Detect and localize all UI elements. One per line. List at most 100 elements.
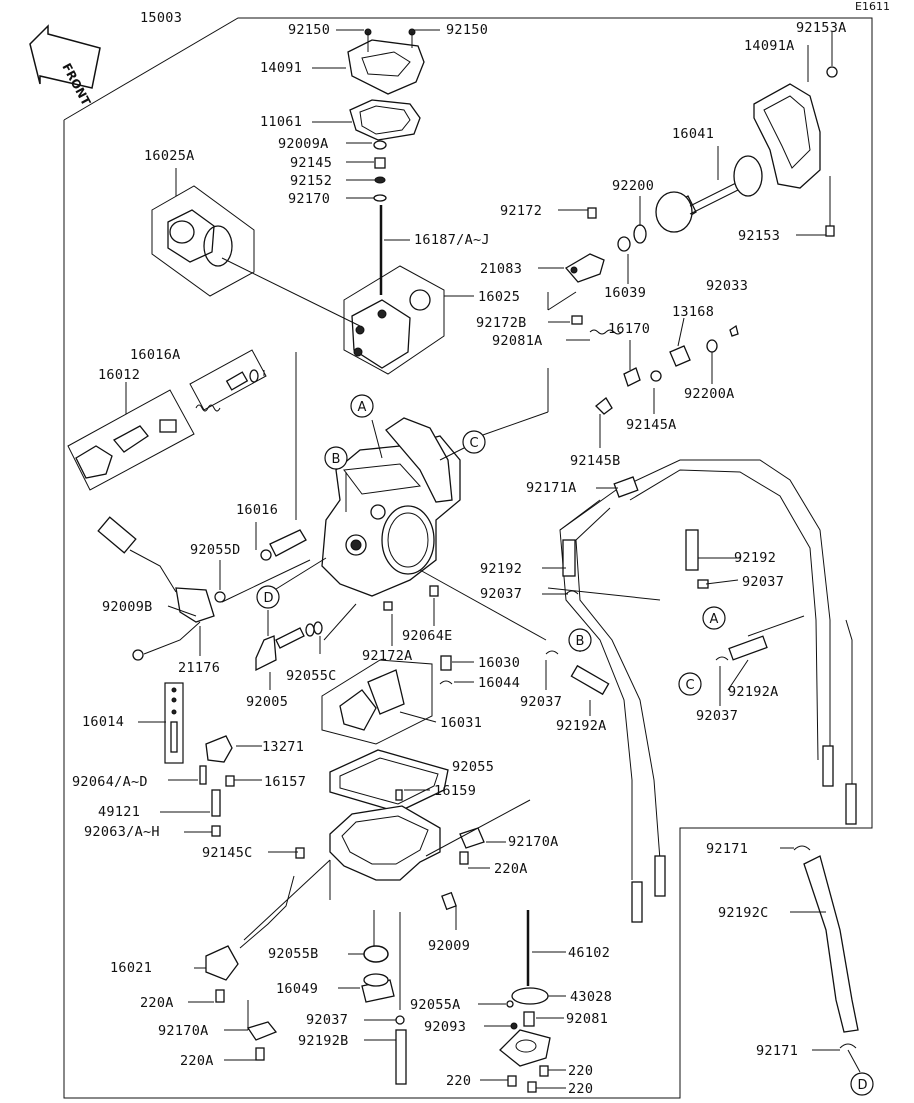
ref-circle-c-right: C [678,672,702,696]
part-label: 92055B [268,946,319,962]
part-label: 92055 [452,759,494,775]
part-label: 16159 [434,783,476,799]
leader-lines [125,17,840,1089]
part-label: 92200 [612,178,654,194]
part-label: 16187/A~J [414,232,490,248]
ref-circle-c-top: C [462,430,486,454]
fitting-92005-part [255,621,323,672]
part-label: 92009A [278,136,329,152]
cable-16021-part [205,875,295,1061]
part-label: 92145 [290,155,332,171]
part-label: 92192B [298,1033,349,1049]
part-label: 92005 [246,694,288,710]
hose-92192C-part [793,845,861,1073]
part-label: 92153 [738,228,780,244]
svg-text:A: A [710,612,719,627]
drain-plug-16049-part [361,945,407,1085]
part-label: 92009B [102,599,153,615]
part-label: 92171 [756,1043,798,1059]
part-label: 92037 [306,1012,348,1028]
part-label: 16030 [478,655,520,671]
part-label: 16170 [608,321,650,337]
part-label: 16021 [110,960,152,976]
jet-column-16014-part [164,682,184,764]
float-16031-part [321,659,437,745]
spring-92081A-part [571,315,739,415]
part-label: 92037 [696,708,738,724]
part-label: 16016A [130,347,181,363]
part-label: 92150 [446,22,488,38]
part-label: 13271 [262,739,304,755]
part-label: 14091A [744,38,795,54]
float-bowl-part [295,789,485,911]
part-label: 92081A [492,333,543,349]
part-label: 92037 [480,586,522,602]
part-label: 16049 [276,981,318,997]
accelerator-pump-parts [499,910,551,1093]
part-label: 92037 [742,574,784,590]
part-label: 92192A [556,718,607,734]
sensor-21176-part [97,516,215,661]
ref-circle-a-top: A [350,394,374,418]
part-label: 92171A [526,480,577,496]
part-label: 16157 [264,774,306,790]
part-label: 46102 [568,945,610,961]
ref-circle-d-right: D [850,1072,874,1096]
part-label: 220A [494,861,528,877]
vent-hoses-part [545,459,857,923]
part-label: 92172 [500,203,542,219]
part-label: 16025A [144,148,195,164]
small-parts-16030-16044 [383,585,453,685]
part-label: 92172A [362,648,413,664]
diagram-code: E1611 [855,0,890,13]
hot-start-16012-part [67,389,195,491]
assembly-frame [63,17,873,1099]
part-label: 92055C [286,668,337,684]
part-labels: 15003 92150 92150 92153A 14091 14091A 11… [72,10,847,1097]
part-label: 16014 [82,714,124,730]
part-label: 92037 [520,694,562,710]
part-label: 21176 [178,660,220,676]
air-screw-16016A-part [189,349,267,412]
part-label: 220 [568,1063,593,1079]
part-label: 92145A [626,417,677,433]
part-label: 43028 [570,989,612,1005]
part-label: 92033 [706,278,748,294]
part-label: 11061 [260,114,302,130]
part-label: 92192 [734,550,776,566]
ref-circle-b-top: B [324,446,348,470]
part-label: 92055D [190,542,241,558]
part-label: 15003 [140,10,182,26]
plate-16025A-part [151,185,255,297]
part-label: 92192C [718,905,769,921]
part-label: 16025 [478,289,520,305]
cover-14091A-part [753,66,838,237]
svg-text:C: C [686,678,695,693]
svg-text:A: A [358,400,367,415]
throttle-valve-16025-part [343,265,445,375]
ref-circle-d-top: D [256,585,280,609]
part-label: 92093 [424,1019,466,1035]
throttle-shaft-16041-part [633,155,763,244]
part-label: 92055A [410,997,461,1013]
svg-text:D: D [264,591,274,606]
part-label: 92170 [288,191,330,207]
part-label: 16016 [236,502,278,518]
svg-text:B: B [576,634,585,649]
part-label: 16031 [440,715,482,731]
part-label: 16012 [98,367,140,383]
part-label: 220 [568,1081,593,1097]
part-label: 92171 [706,841,748,857]
part-label: 220 [446,1073,471,1089]
part-label: 92153A [796,20,847,36]
part-label: 92064E [402,628,453,644]
part-label: 92145C [202,845,253,861]
part-label: 92064/A~D [72,774,148,790]
part-label: 16039 [604,285,646,301]
svg-text:B: B [332,452,341,467]
part-label: 14091 [260,60,302,76]
gasket-92055-part [329,749,449,813]
part-label: 16041 [672,126,714,142]
part-label: 13168 [672,304,714,320]
